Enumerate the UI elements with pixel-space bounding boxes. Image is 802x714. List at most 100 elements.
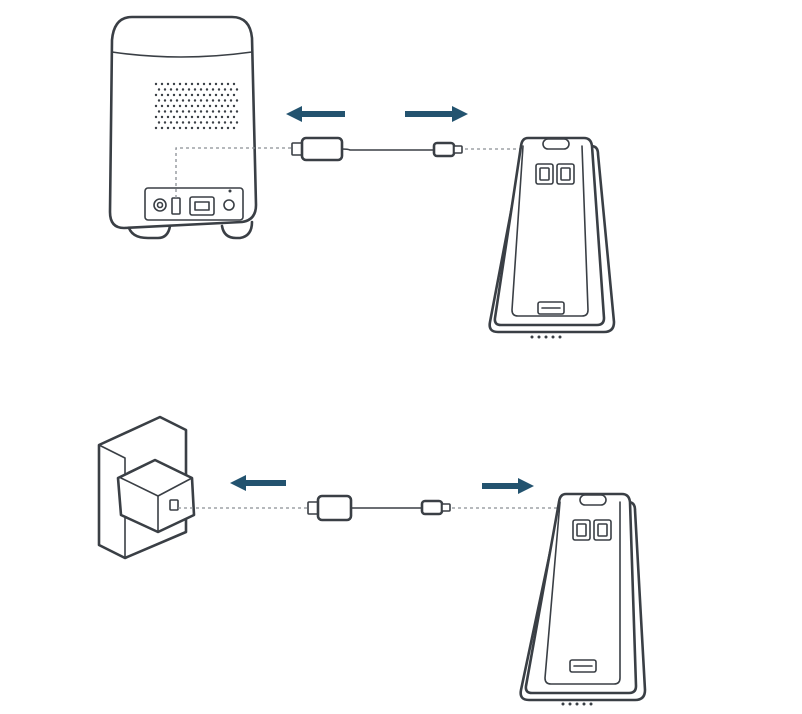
usb-port-icon [169,499,179,511]
vent-hole [199,99,203,102]
vent-hole [172,104,176,108]
vent-hole [172,115,176,119]
vent-hole [211,110,215,113]
vent-hole [190,93,194,97]
vent-hole [169,88,173,91]
vent-hole [184,104,188,108]
vent-hole [232,93,236,97]
vent-hole [223,110,227,113]
vent-hole [169,121,173,124]
contact-pins [561,702,593,706]
vent-hole [154,126,158,130]
vent-hole [166,82,170,86]
vent-hole [199,121,203,124]
connection-guide-line [175,147,292,198]
ethernet-port-icon [189,196,215,216]
vent-hole [223,88,227,91]
vent-hole [214,104,218,108]
vent-hole [220,104,224,108]
vent-hole [181,99,185,102]
vent-hole [178,104,182,108]
vent-hole [154,104,158,108]
vent-hole [214,93,218,97]
vent-hole [235,121,239,124]
vent-hole [223,99,227,102]
vent-hole [175,99,179,102]
vent-hole [229,88,233,91]
vent-hole [226,82,230,86]
vent-hole [226,115,230,119]
vent-hole [196,93,200,97]
vent-hole [172,93,176,97]
charging-port-icon [537,301,565,315]
vent-hole [208,115,212,119]
vent-hole [193,110,197,113]
vent-hole [190,82,194,86]
vent-hole [235,88,239,91]
vent-hole [193,99,197,102]
vent-hole [157,121,161,124]
vent-hole [178,115,182,119]
vent-hole [166,126,170,130]
vent-hole [220,93,224,97]
keypad-device-icon [519,492,647,706]
vent-hole [157,88,161,91]
keypad-button-icon [535,163,554,185]
vent-hole [202,82,206,86]
vent-hole [211,99,215,102]
vent-hole [208,82,212,86]
vent-hole [184,126,188,130]
vent-hole [193,88,197,91]
vent-hole [187,88,191,91]
vent-hole [214,115,218,119]
wall-adapter-icon [97,415,196,560]
vent-hole [217,121,221,124]
vent-hole [181,88,185,91]
vent-hole [166,93,170,97]
charging-port-icon [569,659,597,673]
vent-hole [211,121,215,124]
vent-hole [220,82,224,86]
vent-hole [193,121,197,124]
vent-hole [229,110,233,113]
vent-hole [184,115,188,119]
hub-base-station-icon [108,15,258,240]
vent-hole [163,88,167,91]
vent-hole [190,104,194,108]
usb-cable-icon [307,494,451,522]
vent-hole [169,110,173,113]
status-led-icon [542,138,570,150]
status-led-icon [579,494,607,506]
vent-hole [199,88,203,91]
arrow-left-icon [230,475,286,491]
vent-hole [226,104,230,108]
vent-hole [217,88,221,91]
keypad-button-icon [556,163,575,185]
vent-hole [172,82,176,86]
vent-hole [208,104,212,108]
vent-hole [187,121,191,124]
vent-hole [160,126,164,130]
vent-grille [154,82,239,130]
vent-hole [163,99,167,102]
vent-hole [190,126,194,130]
vent-hole [175,121,179,124]
vent-hole [202,93,206,97]
vent-hole [232,126,236,130]
arrow-right-icon [482,478,534,494]
vent-hole [178,82,182,86]
vent-hole [196,115,200,119]
vent-hole [199,110,203,113]
vent-hole [160,93,164,97]
vent-hole [202,115,206,119]
vent-hole [175,88,179,91]
vent-hole [181,110,185,113]
vent-hole [217,99,221,102]
vent-hole [232,104,236,108]
vent-hole [226,126,230,130]
vent-hole [187,110,191,113]
vent-hole [226,93,230,97]
port-panel [144,187,244,221]
vent-hole [205,121,209,124]
